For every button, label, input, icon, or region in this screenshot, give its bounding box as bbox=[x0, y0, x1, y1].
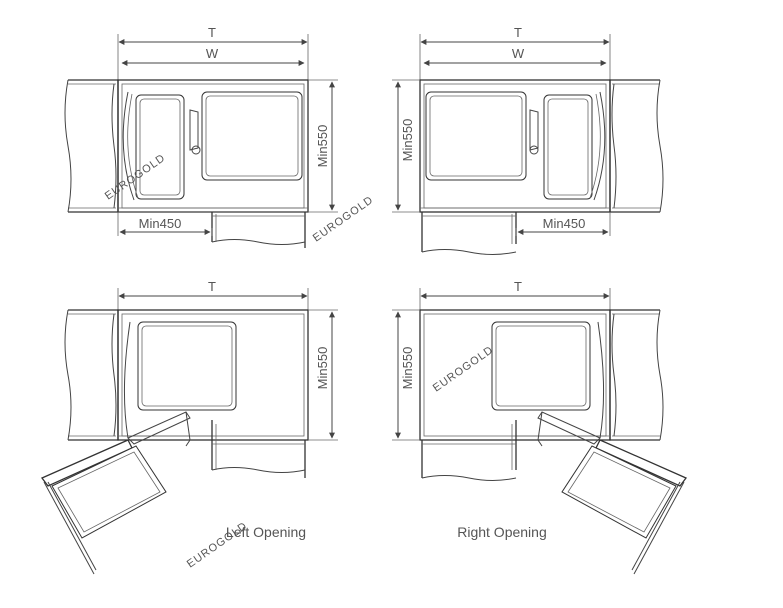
door-arc bbox=[597, 321, 605, 439]
door-arc bbox=[122, 91, 135, 201]
side-wall bbox=[64, 309, 119, 441]
dimension-w-top-right: W bbox=[423, 46, 607, 66]
label-min550: Min550 bbox=[400, 119, 415, 162]
panel-top-left: T W bbox=[64, 25, 338, 248]
caption-left-opening: Left Opening bbox=[226, 524, 306, 540]
label-min550: Min550 bbox=[400, 347, 415, 390]
dimension-t-bottom-left: T bbox=[117, 279, 309, 312]
label-min550: Min550 bbox=[315, 125, 330, 168]
panel-top-right: T W bbox=[392, 25, 664, 255]
side-wall bbox=[609, 79, 664, 213]
basket-inner bbox=[543, 94, 593, 200]
label-t: T bbox=[208, 279, 216, 294]
door-arc bbox=[123, 321, 131, 439]
panel-bottom-right: T bbox=[392, 279, 688, 575]
dimension-t-top-right: T bbox=[419, 25, 611, 82]
cabinet-body bbox=[419, 79, 611, 213]
label-t: T bbox=[208, 25, 216, 40]
watermark-text: EUROGOLD bbox=[431, 344, 496, 395]
adjacent-cabinet bbox=[211, 420, 306, 478]
cabinet-body bbox=[419, 309, 611, 441]
panel-bottom-left: T bbox=[40, 279, 338, 575]
adjacent-cabinet bbox=[211, 212, 306, 248]
dimension-min550-top-right: Min550 bbox=[392, 79, 420, 213]
dimension-min550-top-left: Min550 bbox=[308, 79, 338, 213]
label-t: T bbox=[514, 279, 522, 294]
basket-inner bbox=[135, 94, 185, 200]
dimension-min450-top-left: Min450 bbox=[117, 212, 213, 236]
basket-pulled-out bbox=[40, 439, 167, 575]
dimension-t-top-left: T bbox=[117, 25, 309, 82]
side-wall bbox=[609, 309, 664, 441]
basket-pulled-out bbox=[561, 439, 688, 575]
cabinet-body bbox=[117, 79, 309, 213]
label-t: T bbox=[514, 25, 522, 40]
door-arc bbox=[593, 91, 606, 201]
caption-right-opening: Right Opening bbox=[457, 524, 547, 540]
dimension-min450-top-right: Min450 bbox=[515, 212, 611, 236]
basket-main bbox=[425, 91, 527, 181]
watermark-text: EUROGOLD bbox=[185, 520, 250, 571]
adjacent-cabinet bbox=[421, 212, 517, 255]
basket-inner bbox=[137, 321, 237, 411]
basket-main bbox=[201, 91, 303, 181]
label-min550: Min550 bbox=[315, 347, 330, 390]
dimension-w-top-left: W bbox=[121, 46, 305, 66]
label-min450: Min450 bbox=[139, 216, 182, 231]
label-min450: Min450 bbox=[543, 216, 586, 231]
basket-inner bbox=[491, 321, 591, 411]
dimension-min550-bottom-right: Min550 bbox=[392, 309, 420, 441]
label-w: W bbox=[206, 46, 219, 61]
adjacent-cabinet bbox=[421, 420, 517, 481]
label-w: W bbox=[512, 46, 525, 61]
watermark-text: EUROGOLD bbox=[311, 194, 376, 245]
dimension-min550-bottom-left: Min550 bbox=[308, 309, 338, 441]
dimension-t-bottom-right: T bbox=[419, 279, 611, 312]
